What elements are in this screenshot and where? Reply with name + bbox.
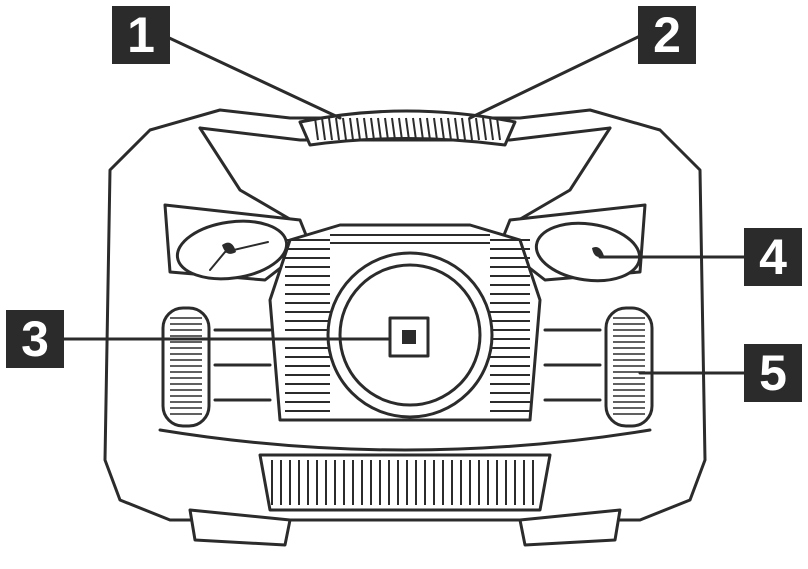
right-foot	[518, 508, 622, 547]
hatch-line	[363, 117, 368, 141]
hatch-line	[426, 117, 431, 141]
left-slots	[213, 328, 272, 402]
callout-1: 1	[112, 6, 170, 64]
callout-5: 5	[744, 344, 802, 402]
right-ridge	[508, 126, 612, 227]
hatch-line	[447, 117, 452, 141]
hatch-line	[335, 117, 340, 141]
right-side-radiator	[604, 306, 654, 428]
left-foot	[188, 508, 292, 547]
hatch-line	[475, 117, 480, 141]
left-ridge	[198, 126, 302, 227]
hatch-line	[419, 117, 424, 141]
hatch-line	[405, 117, 410, 141]
hatch-line	[377, 117, 382, 141]
hatch-line	[454, 117, 459, 141]
hatch-line	[496, 117, 501, 141]
hatch-line	[482, 117, 487, 141]
callout-2: 2	[638, 6, 696, 64]
hatch-line	[398, 117, 403, 141]
center-woofer	[326, 251, 494, 419]
hatch-line	[461, 117, 466, 141]
hatch-line	[489, 117, 494, 141]
lower-bevel	[158, 428, 652, 452]
hatch-line	[314, 117, 319, 141]
hatch-line	[412, 117, 417, 141]
hatch-line	[391, 117, 396, 141]
leader-line-2	[468, 34, 642, 120]
leader-line-1	[163, 34, 342, 120]
hatch-line	[433, 117, 438, 141]
hatch-line	[349, 117, 354, 141]
hatch-line	[342, 117, 347, 141]
hatch-line	[356, 117, 361, 141]
hatch-line	[468, 117, 473, 141]
right-led-button	[498, 203, 647, 283]
hatch-line	[328, 117, 333, 141]
callout-3: 3	[6, 310, 64, 368]
callout-4: 4	[744, 228, 802, 286]
top-vent	[298, 109, 517, 147]
hatch-line	[440, 117, 445, 141]
hatch-line	[384, 117, 389, 141]
bottom-grille	[258, 453, 552, 512]
left-led-button	[163, 203, 312, 282]
left-side-radiator	[161, 306, 211, 428]
right-slots	[543, 328, 602, 402]
hatch-line	[370, 117, 375, 141]
hatch-line	[321, 117, 326, 141]
